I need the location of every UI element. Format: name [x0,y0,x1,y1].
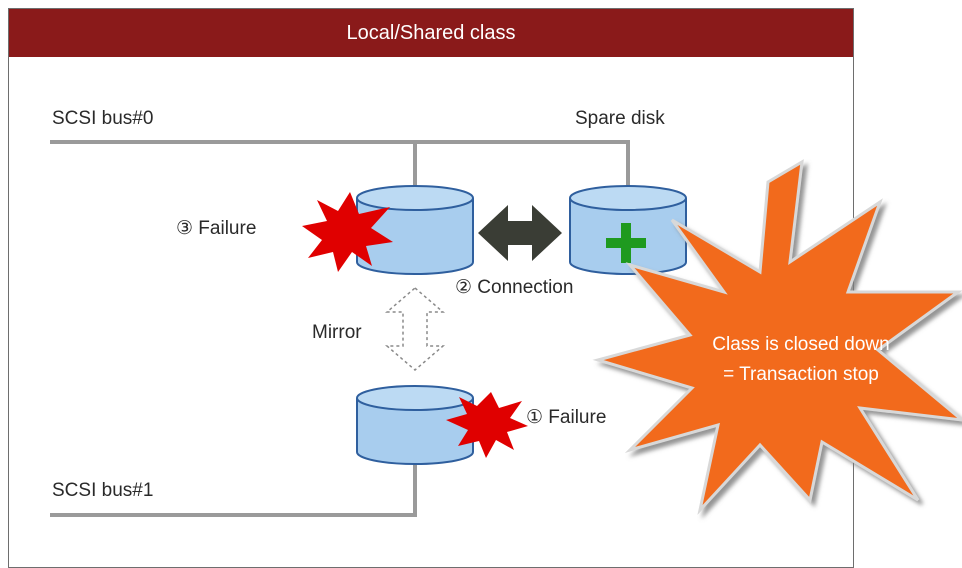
mirror-label: Mirror [312,322,362,343]
diagram-canvas [50,140,962,517]
failure-3-label: ③ Failure [176,218,257,239]
burst-line-2: = Transaction stop [723,364,879,385]
connection-2-label: ② Connection [455,277,574,298]
panel-title: Local/Shared class [9,9,853,57]
burst-line-1: Class is closed down [712,334,890,355]
scsi-bus-0 [50,140,630,190]
explosion-icon [302,192,393,272]
mirror-disk-icon [356,385,474,465]
dashed-double-arrow-icon [384,287,446,371]
scsi-bus-1-label: SCSI bus#1 [52,480,154,501]
plus-icon [606,223,646,263]
explosion-icon [446,392,528,458]
disk-icon [356,185,474,275]
class-closed-burst-icon [592,159,962,516]
scsi-bus-0-label: SCSI bus#0 [52,108,154,129]
spare-disk-label: Spare disk [575,108,665,129]
class-closed-text: Class is closed down = Transaction stop [681,330,921,390]
double-arrow-icon [478,205,562,261]
scsi-bus-1 [50,450,417,517]
failure-1-label: ① Failure [526,407,607,428]
